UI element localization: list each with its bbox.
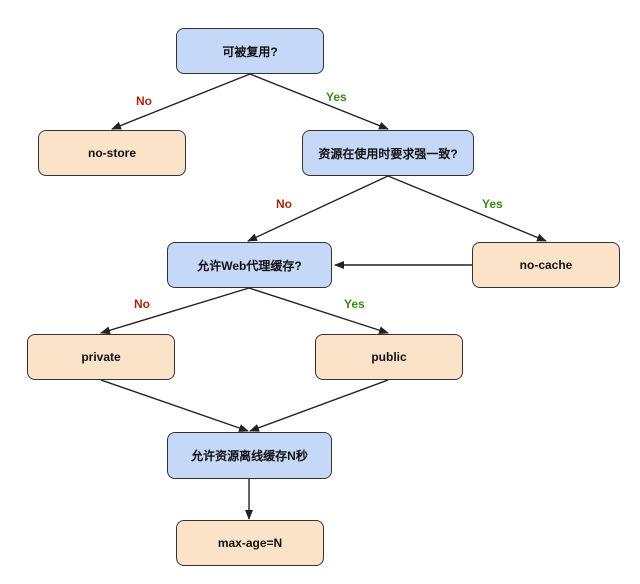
node-revalidate: 资源在使用时要求强一致? [302, 130, 474, 176]
label-reusable-yes: Yes [326, 90, 347, 104]
edge-private-to-offline [100, 379, 249, 432]
node-reusable: 可被复用? [176, 28, 324, 74]
edge-public-to-offline [249, 379, 389, 432]
label-revalidate-no: No [276, 197, 292, 211]
edge-proxy-yes [248, 287, 389, 335]
edge-revalidate-no [247, 175, 389, 242]
node-max-age: max-age=N [176, 520, 324, 566]
label-proxy-no: No [134, 297, 150, 311]
node-offline-cache: 允许资源离线缓存N秒 [167, 432, 332, 479]
node-public: public [315, 334, 463, 380]
node-no-cache: no-cache [472, 242, 620, 288]
label-revalidate-yes: Yes [482, 197, 503, 211]
edge-proxy-no [100, 287, 250, 335]
edge-reusable-no [111, 73, 251, 130]
node-proxy-cache: 允许Web代理缓存? [167, 242, 332, 288]
label-proxy-yes: Yes [344, 297, 365, 311]
node-private: private [27, 334, 175, 380]
label-reusable-no: No [136, 94, 152, 108]
node-no-store: no-store [38, 130, 186, 176]
edge-revalidate-yes [387, 175, 547, 242]
edge-reusable-yes [249, 73, 389, 130]
